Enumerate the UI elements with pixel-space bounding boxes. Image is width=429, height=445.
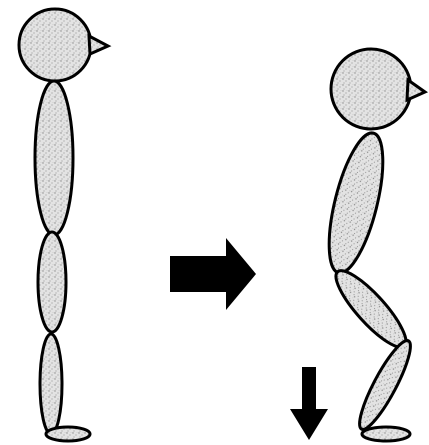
- transition-arrow: [170, 238, 256, 310]
- standing-nose: [89, 36, 108, 54]
- standing-head: [19, 9, 91, 81]
- squatting-shin: [352, 336, 418, 435]
- standing-torso: [35, 81, 73, 235]
- squatting-head: [331, 49, 411, 129]
- squatting-nose: [407, 80, 425, 100]
- squatting-torso: [318, 128, 394, 278]
- standing-foot: [46, 427, 90, 441]
- standing-thigh: [38, 232, 66, 332]
- squatting-foot: [362, 427, 410, 441]
- squatting-figure: [318, 49, 425, 441]
- standing-figure: [19, 9, 108, 441]
- standing-shin: [40, 334, 62, 434]
- downward-arrow: [290, 367, 328, 440]
